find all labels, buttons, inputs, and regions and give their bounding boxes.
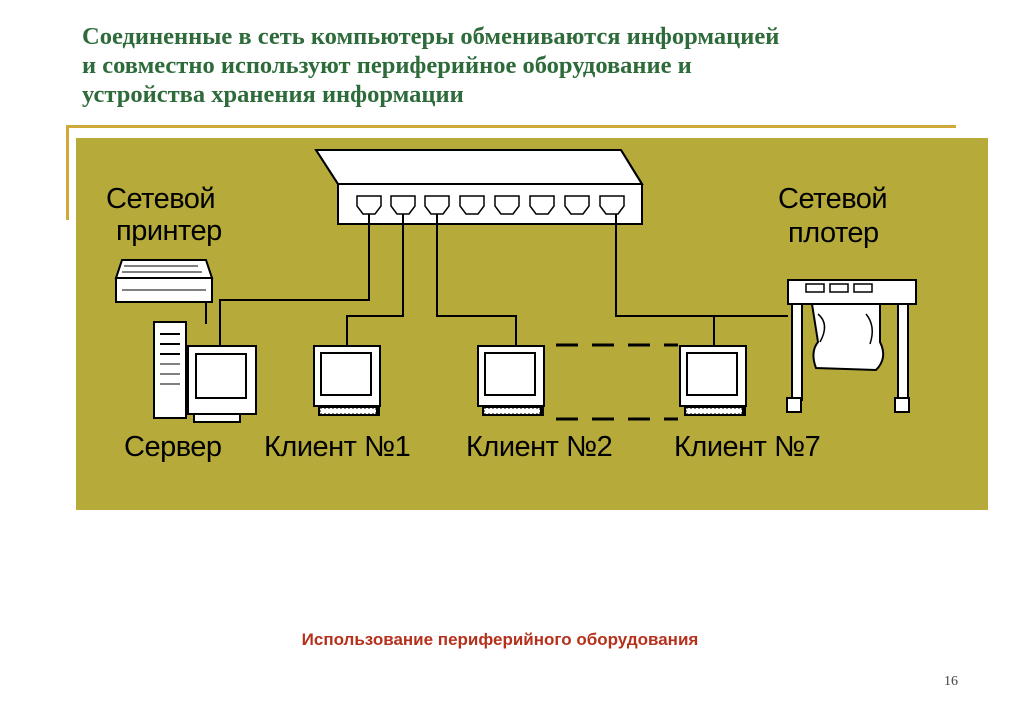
keyboard-icon: [318, 406, 380, 416]
monitor-icon: [477, 345, 545, 407]
hub-ports: [356, 195, 625, 215]
hub-icon: [314, 149, 644, 225]
dashed-link: [556, 343, 678, 421]
slide-title-line-1: Соединенные в сеть компьютеры обменивают…: [82, 23, 780, 50]
plotter-icon: [786, 279, 917, 413]
plotter-label-line-1: Сетевой: [778, 183, 887, 215]
server-tower-icon: [153, 321, 187, 419]
client-2-label: Клиент №2: [466, 431, 612, 463]
monitor-icon: [679, 345, 747, 407]
slide-title-line-3: устройства хранения информации: [82, 81, 464, 108]
slide-title-line-2: и совместно используют периферийное обор…: [82, 52, 692, 79]
client-1-label: Клиент №1: [264, 431, 410, 463]
accent-rule-horizontal: [66, 125, 956, 128]
network-cables: [205, 214, 788, 366]
printer-label-line-2: принтер: [116, 215, 222, 247]
plotter-label-line-2: плотер: [788, 217, 879, 249]
printer-icon: [114, 259, 214, 303]
keyboard-icon: [482, 406, 544, 416]
monitor-icon: [313, 345, 381, 407]
client-7-label: Клиент №7: [674, 431, 820, 463]
page-number: 16: [944, 674, 958, 689]
network-diagram: Сетевой принтер Сетевой плотер Сервер Кл…: [76, 138, 988, 510]
monitor-icon: [187, 345, 257, 423]
keyboard-icon: [684, 406, 746, 416]
slide-title: Соединенные в сеть компьютеры обменивают…: [82, 22, 1002, 109]
server-label: Сервер: [124, 431, 222, 463]
slide-caption: Использование периферийного оборудования: [301, 630, 699, 649]
diagram-labels: Сетевой принтер Сетевой плотер Сервер Кл…: [106, 183, 888, 463]
accent-rule-vertical: [66, 125, 69, 220]
printer-label-line-1: Сетевой: [106, 183, 215, 215]
